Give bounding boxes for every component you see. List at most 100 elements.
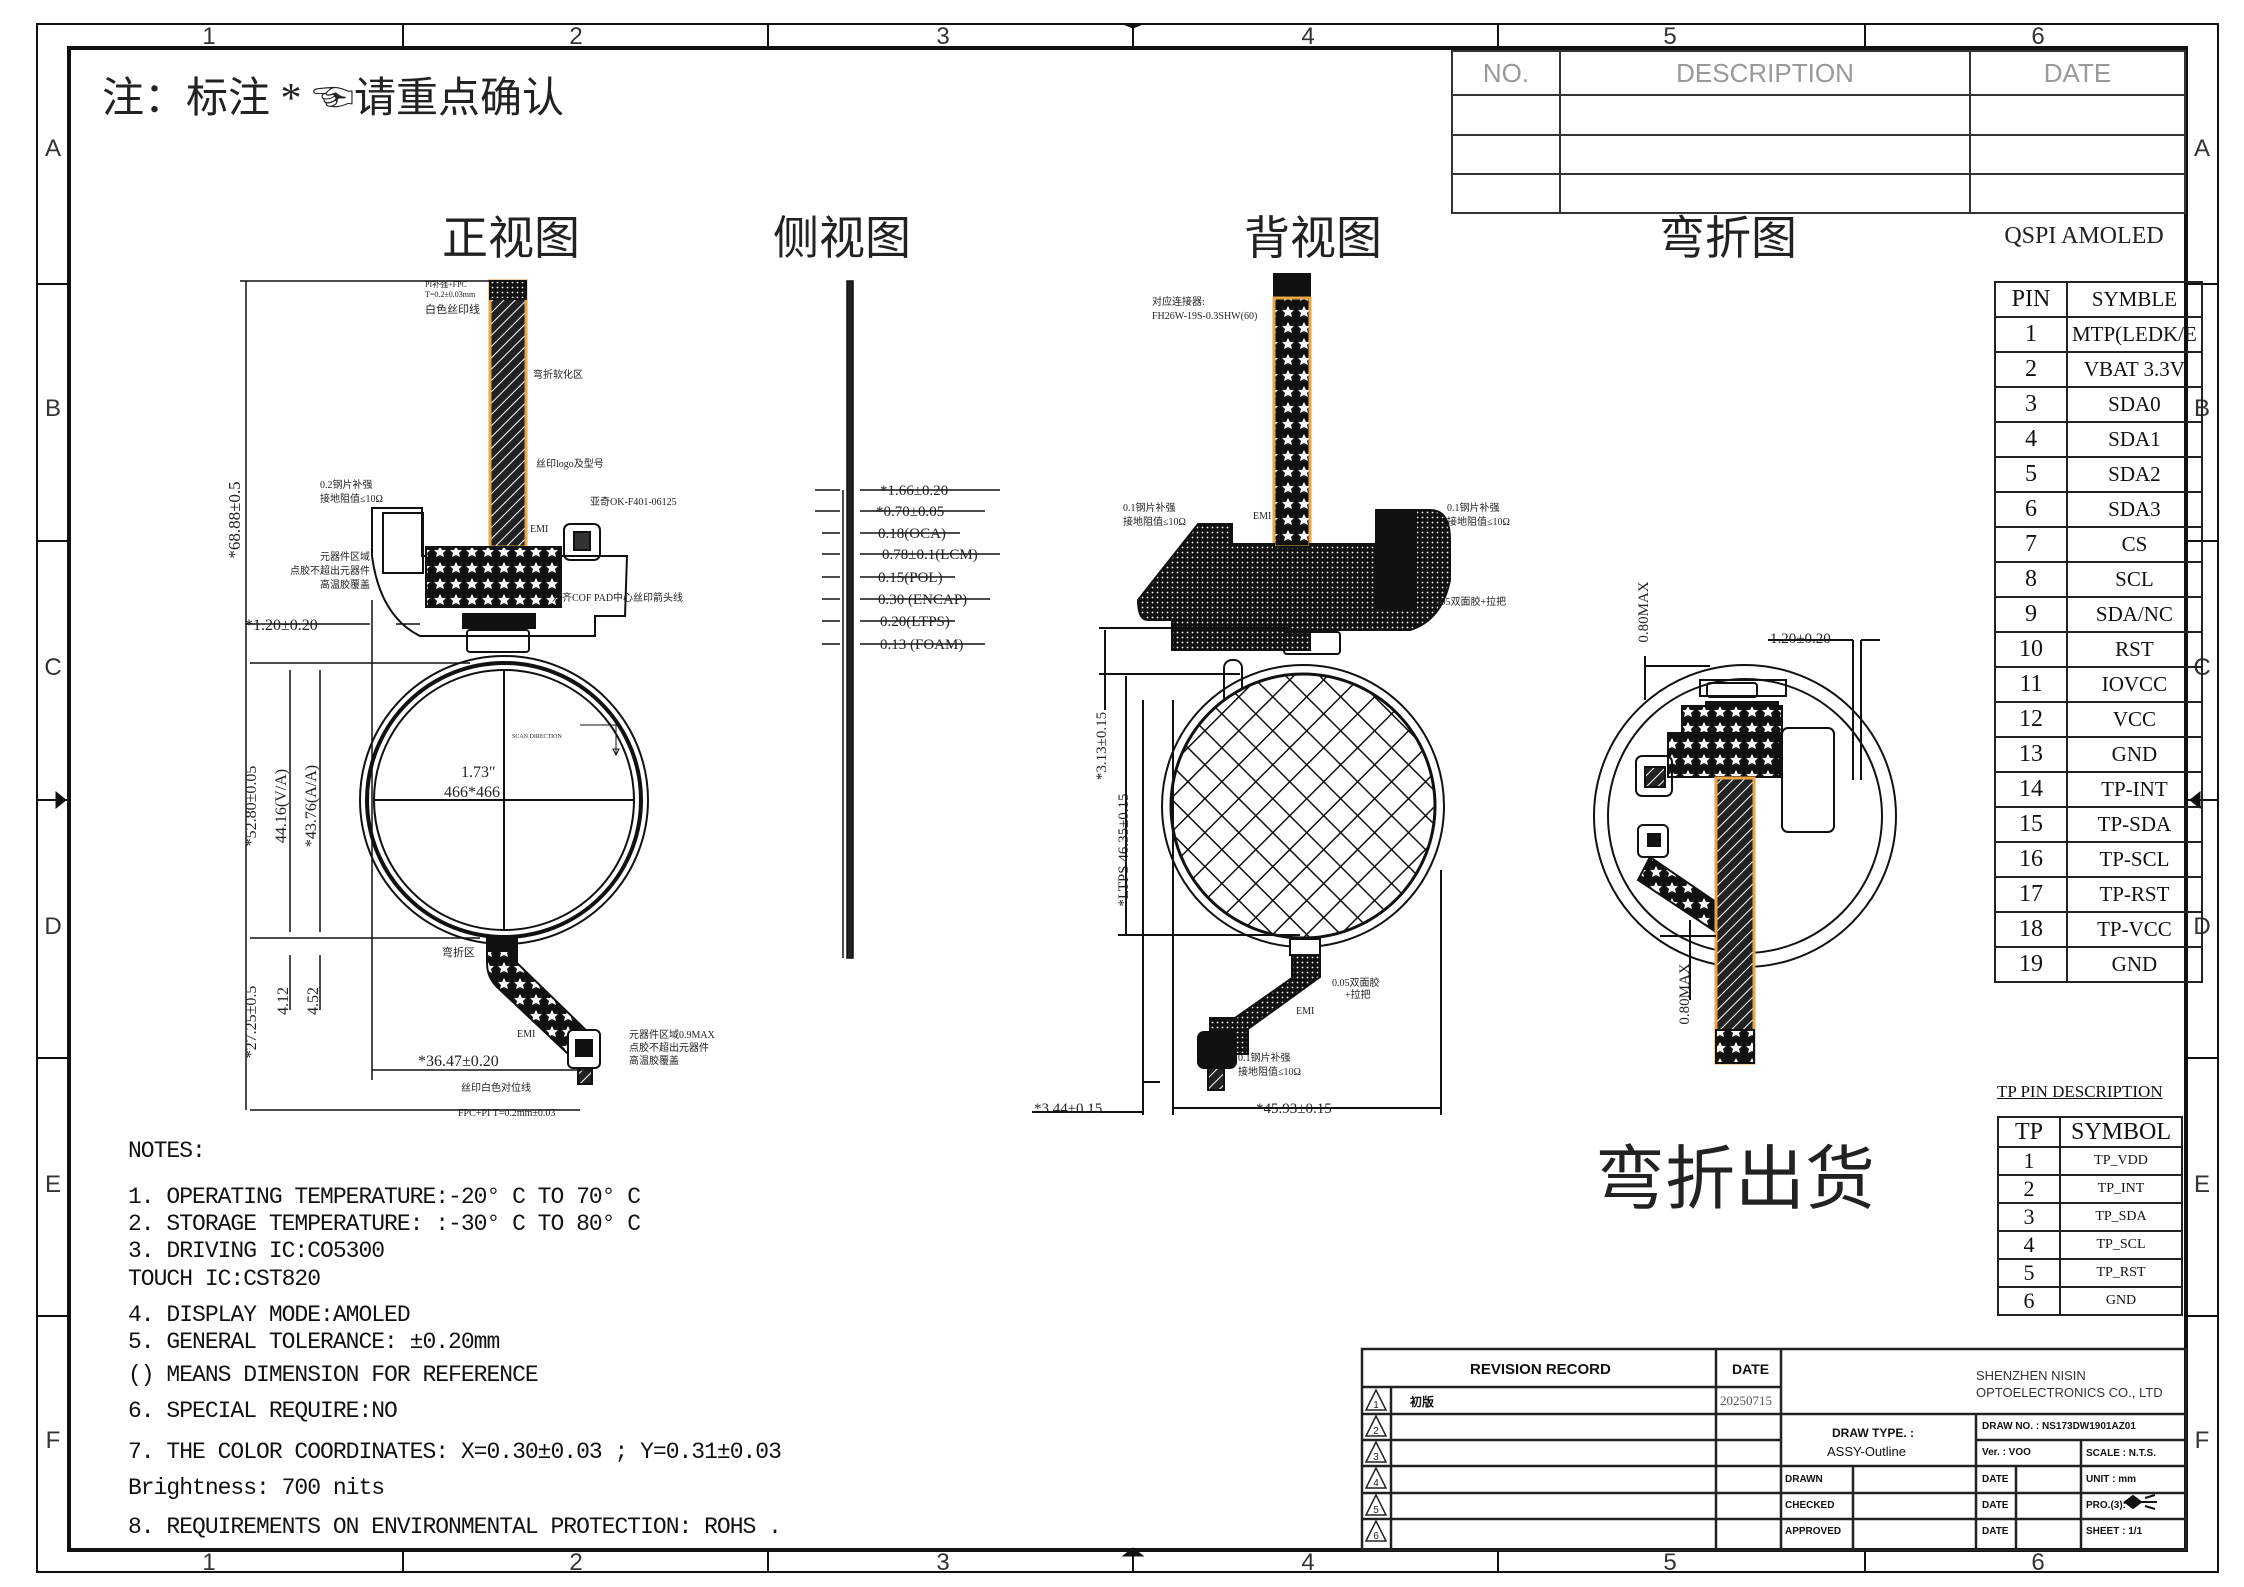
rev-header-no: NO. — [1451, 50, 1561, 96]
note-line: 3. DRIVING IC:CO5300 — [128, 1238, 385, 1264]
sheet: SHEET : 1/1 — [2086, 1526, 2143, 1537]
drawn-label: DRAWN — [1785, 1474, 1823, 1485]
drawn-date-label: DATE — [1982, 1474, 2009, 1485]
revision-table: NO. DESCRIPTION DATE — [1451, 50, 2186, 214]
tp-symbol: TP_INT — [2059, 1174, 2183, 1204]
label-diagonal: 1.73″ — [461, 764, 496, 781]
row-label: F — [46, 1427, 61, 1454]
column-label: 3 — [936, 1549, 949, 1576]
column-label: 4 — [1301, 23, 1314, 50]
dim-bent-offset: 1.20±0.20 — [1770, 631, 1831, 647]
side-view-title: 侧视图 — [773, 213, 911, 264]
label-bend-zone: 弯折区 — [442, 945, 475, 959]
label-emi-bottom: EMI — [1296, 1006, 1314, 1017]
column-label: 6 — [2031, 1549, 2044, 1576]
dim-offset: *1.20±0.20 — [245, 617, 318, 634]
dim-max-top: 0.80MAX — [1636, 581, 1652, 642]
approved-label: APPROVED — [1785, 1526, 1842, 1537]
pin-number: 14 — [1994, 771, 2068, 808]
note-line: TOUCH IC:CST820 — [128, 1266, 321, 1292]
scale: SCALE : N.T.S. — [2086, 1448, 2157, 1459]
label-tape-bottom: 0.05双面胶 — [1332, 976, 1380, 989]
dim-452: 4.52 — [305, 987, 322, 1015]
revision-date: 20250715 — [1720, 1393, 1772, 1408]
tp-number: 1 — [1997, 1146, 2061, 1176]
pin-number: 18 — [1994, 911, 2068, 948]
header-note: 注：标注 * ☜请重点确认 — [102, 75, 564, 122]
dim-344: *3.44±0.15 — [1034, 1101, 1102, 1117]
dim-side-layer: 0.20(LTPS) — [880, 614, 950, 630]
dim-aa: *43.76(A/A) — [303, 765, 320, 847]
dim-313: *3.13±0.15 — [1094, 712, 1110, 780]
pin-number: 1 — [1994, 316, 2068, 353]
unit: UNIT : mm — [2086, 1474, 2136, 1485]
label-left-resist: 接地阻值≤10Ω — [1123, 515, 1186, 528]
pin-symbol: VBAT 3.3V — [2066, 351, 2203, 388]
label-resolution: 466*466 — [444, 784, 500, 801]
pin-symbol: SDA1 — [2066, 421, 2203, 458]
tp-number: 3 — [1997, 1202, 2061, 1232]
column-label: 5 — [1663, 1549, 1676, 1576]
label-connector: 亚奇OK-F401-06125 — [590, 495, 677, 508]
note-line: Brightness: 700 nits — [128, 1475, 385, 1501]
label-align-line: 丝印白色对位线 — [461, 1081, 531, 1094]
dim-outline-height: *52.80±0.05 — [243, 766, 260, 847]
revision-description: 初版 — [1410, 1395, 1435, 1409]
tp-number: 4 — [1997, 1230, 2061, 1260]
dim-width: *36.47±0.20 — [418, 1053, 499, 1070]
pin-number: 3 — [1994, 386, 2068, 423]
label-bend-soft: 弯折软化区 — [533, 368, 583, 381]
pin-number: 7 — [1994, 526, 2068, 563]
dim-side-total: *1.66±0.20 — [880, 483, 948, 499]
column-label: 2 — [569, 1549, 582, 1576]
dim-4593: *45.93±0.15 — [1256, 1101, 1332, 1117]
label-tape-top: 0.05双面胶+拉把 — [1433, 595, 1506, 608]
row-label: E — [2194, 1171, 2210, 1198]
front-view-drawing — [240, 279, 649, 1111]
column-label: 2 — [569, 23, 582, 50]
pin-symbol: RST — [2066, 631, 2203, 668]
dim-max-bottom: 0.80MAX — [1677, 963, 1693, 1024]
back-view-title: 背视图 — [1244, 213, 1382, 264]
label-tp-component: 点胶不超出元器件 — [629, 1041, 709, 1054]
pin-symbol: TP-VCC — [2066, 911, 2203, 948]
column-label: 4 — [1301, 1549, 1314, 1576]
label-tp-resist: 接地阻值≤10Ω — [1238, 1065, 1301, 1078]
pin-symbol: TP-RST — [2066, 876, 2203, 913]
dim-side-layer: 0.18(OCA) — [878, 526, 946, 542]
label-mating-connector: 对应连接器: — [1152, 295, 1205, 308]
rev-header-description: DESCRIPTION — [1559, 50, 1971, 96]
pin-number: 8 — [1994, 561, 2068, 598]
dim-ltps: *LTPS 46.35±0.15 — [1116, 793, 1132, 906]
row-label: C — [44, 654, 61, 681]
version: Ver. : VOO — [1982, 1447, 2031, 1458]
pin-number: 4 — [1994, 421, 2068, 458]
row-label: A — [2194, 135, 2210, 162]
label-emi-bottom: EMI — [517, 1029, 535, 1040]
label-right-stiffener: 0.1钢片补强 — [1447, 501, 1500, 514]
dim-412: 4.12 — [275, 987, 292, 1015]
pin-symbol: VCC — [2066, 701, 2203, 738]
tp-number: 5 — [1997, 1258, 2061, 1288]
pin-symbol: TP-SCL — [2066, 841, 2203, 878]
pin-header: PIN — [1994, 281, 2068, 318]
revision-record-title: REVISION RECORD — [1470, 1361, 1611, 1378]
pin-number: 11 — [1994, 666, 2068, 703]
dim-side-layer: 0.15(POL) — [878, 570, 943, 586]
product-type: QSPI AMOLED — [2004, 223, 2163, 249]
pin-number: 19 — [1994, 946, 2068, 983]
back-view-labels: 对应连接器: FH26W-19S-0.3SHW(60) 0.1钢片补强 接地阻值… — [1034, 295, 1510, 1117]
pin-symbol: SCL — [2066, 561, 2203, 598]
